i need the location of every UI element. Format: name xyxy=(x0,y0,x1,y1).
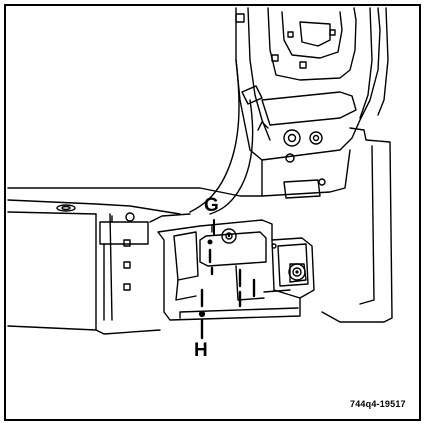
hinge-bracket xyxy=(157,219,315,321)
floor-sill xyxy=(7,187,263,335)
callout-label-g: G xyxy=(204,195,219,216)
callout-label-h: H xyxy=(194,340,208,361)
side-panel xyxy=(257,121,393,323)
body-pillar xyxy=(235,7,389,161)
pillar-curve xyxy=(189,59,263,215)
callout-h-leader xyxy=(198,278,256,340)
callout-g-leader xyxy=(207,219,242,308)
left-bracket xyxy=(99,212,191,321)
figure-id-label: 744q4-19517 xyxy=(350,399,406,409)
